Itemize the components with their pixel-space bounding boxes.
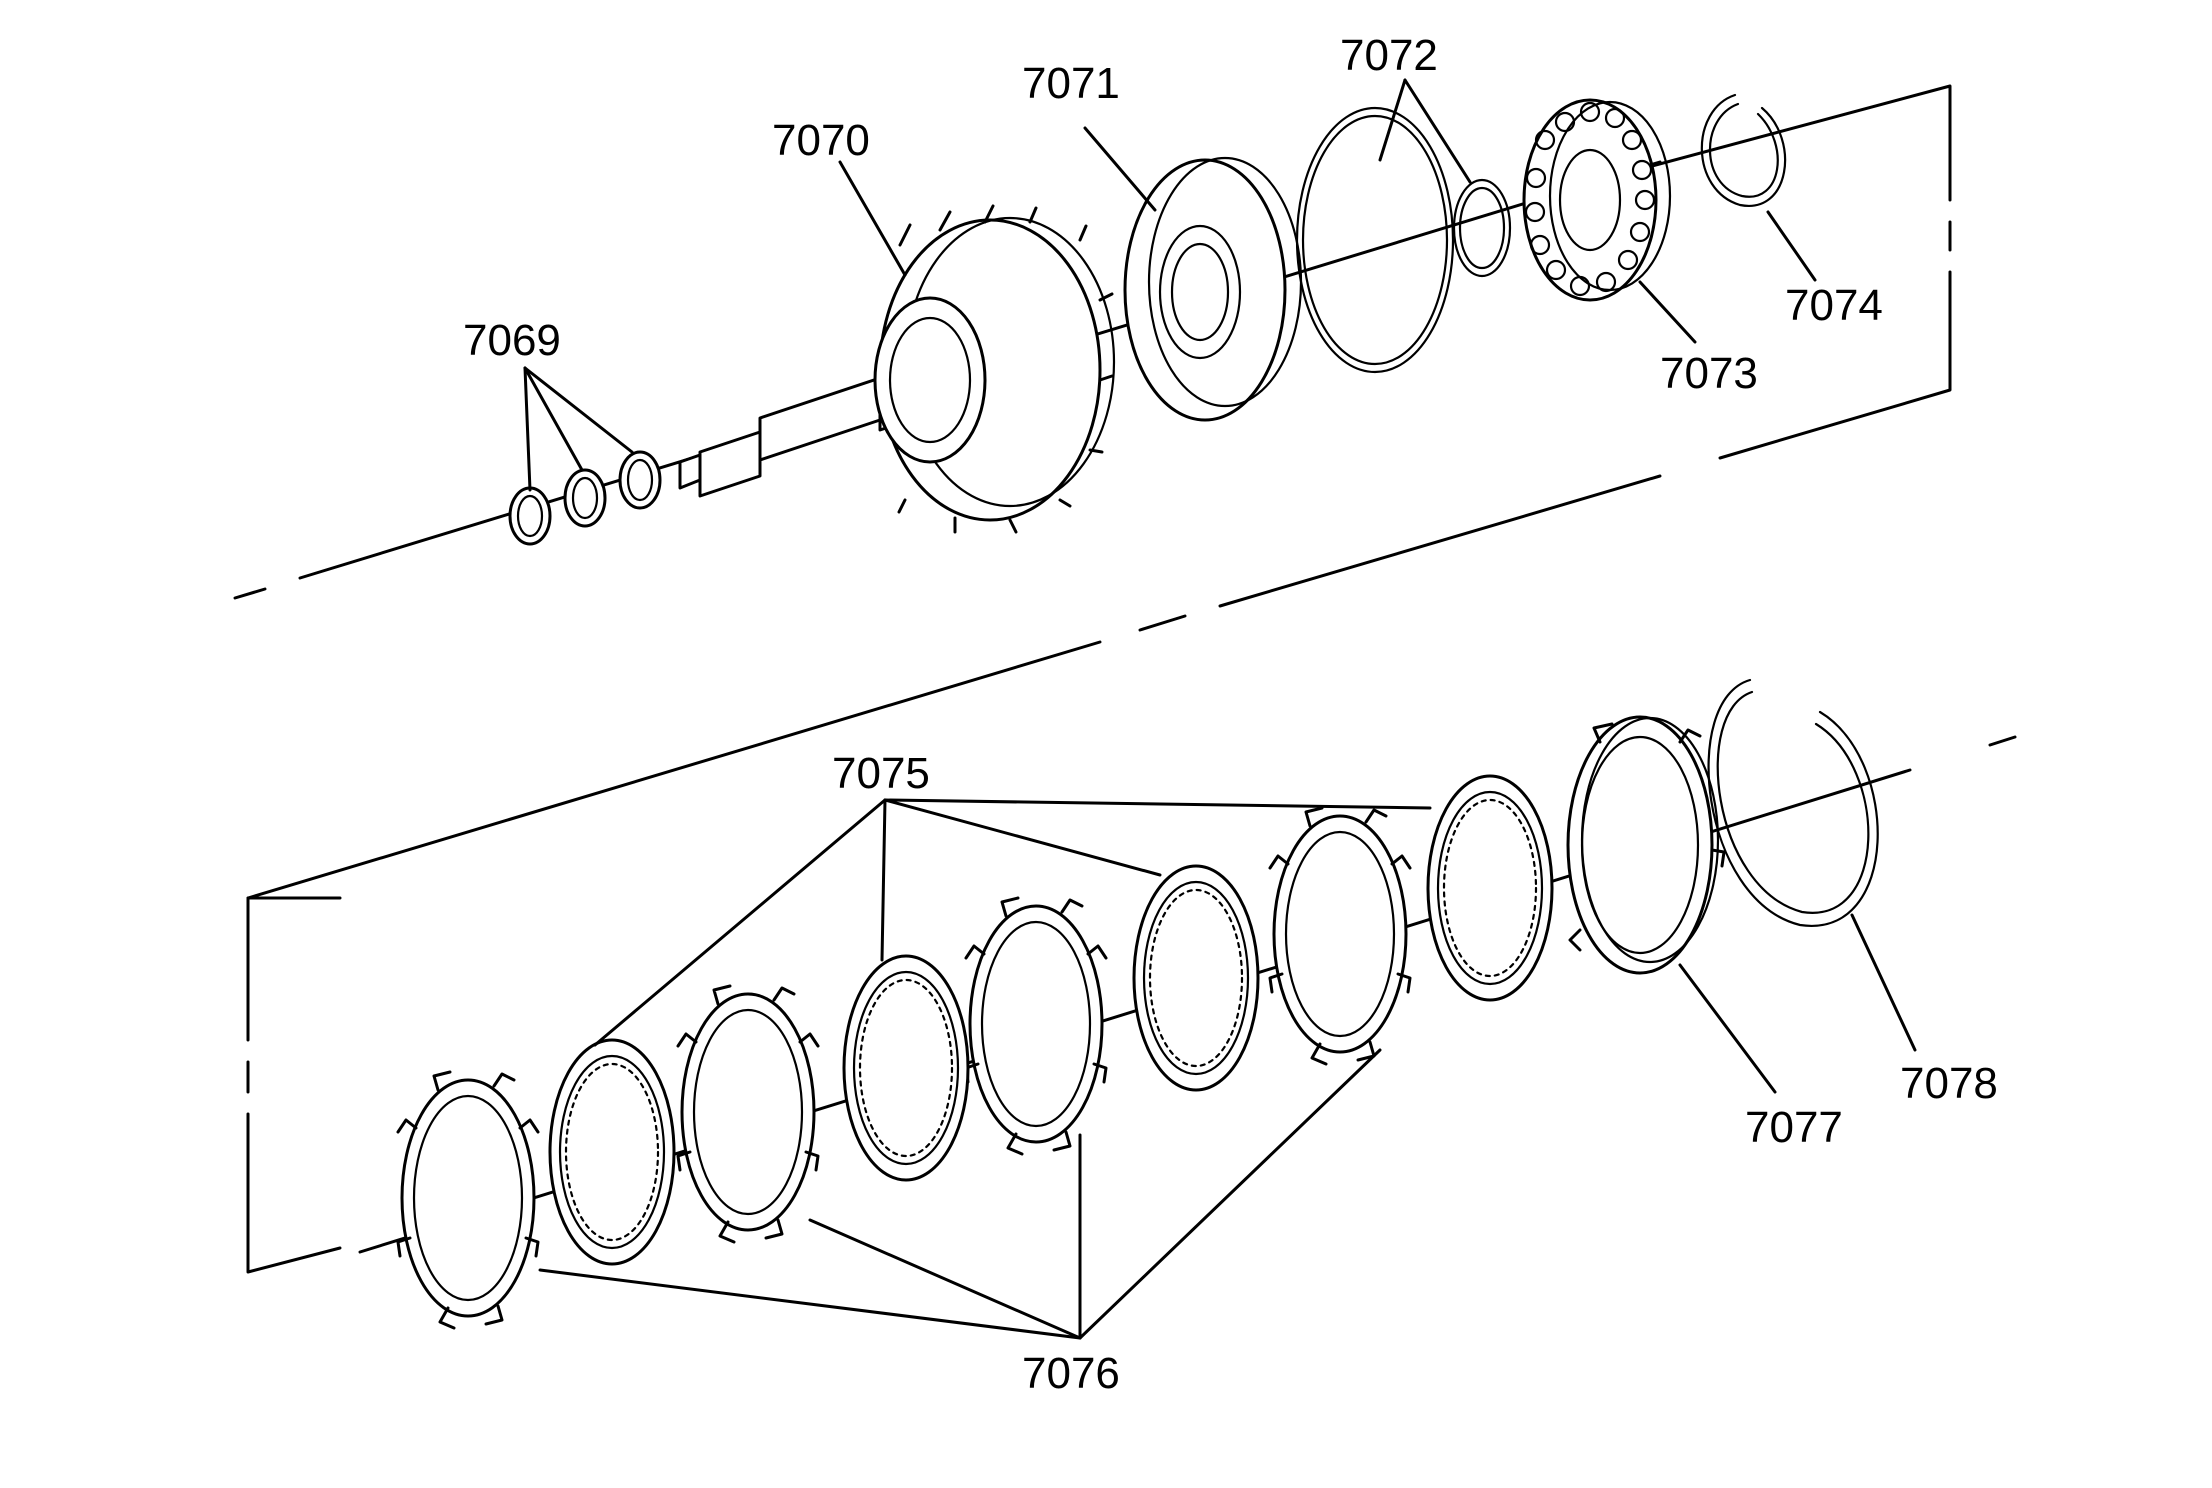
callout-7069: 7069 — [463, 316, 561, 365]
piston-7071 — [1123, 156, 1303, 422]
callout-7078: 7078 — [1900, 1059, 1998, 1108]
seals-7072 — [1295, 106, 1512, 374]
snap-ring-7074 — [1700, 93, 1787, 207]
callout-7073: 7073 — [1660, 349, 1758, 398]
lower-leaders — [538, 798, 1917, 1340]
callout-7074: 7074 — [1785, 281, 1883, 330]
backing-plate-7077 — [1566, 715, 1726, 975]
lower-frame-bottom — [246, 1112, 342, 1274]
lower-axis-dash — [1988, 735, 2017, 747]
callout-7072: 7072 — [1340, 31, 1438, 80]
frame-lower-right — [1718, 270, 1952, 460]
callout-7070: 7070 — [772, 116, 870, 165]
friction-plate-3 — [1132, 864, 1260, 1092]
callout-7076: 7076 — [1022, 1349, 1120, 1398]
frame-dash-2 — [1138, 614, 1187, 632]
friction-plate-1 — [548, 1038, 676, 1266]
callout-7077: 7077 — [1745, 1103, 1843, 1152]
steel-plate-3 — [964, 896, 1108, 1156]
frame-connector — [1218, 474, 1662, 608]
snap-ring-7078 — [1707, 678, 1879, 927]
lower-assembly — [246, 678, 2017, 1340]
upper-leaders — [523, 78, 1817, 492]
friction-plate-2 — [842, 954, 970, 1182]
upper-axis-dash — [233, 587, 267, 600]
friction-plate-4 — [1426, 774, 1554, 1002]
steel-plate-1 — [396, 1070, 540, 1330]
callout-7071: 7071 — [1022, 59, 1120, 108]
upper-assembly — [233, 78, 1952, 900]
callout-labels: 7069 7070 7071 7072 7073 7074 7075 7076 … — [463, 31, 1998, 1398]
frame-connector-2 — [246, 640, 1102, 900]
steel-plate-2 — [676, 984, 820, 1244]
upper-frame — [1598, 84, 1952, 202]
clutch-drum-7070 — [678, 204, 1116, 534]
callout-7075: 7075 — [832, 749, 930, 798]
steel-plate-4 — [1268, 806, 1412, 1066]
snap-rings-7069 — [508, 450, 662, 546]
spring-retainer-7073 — [1522, 98, 1672, 302]
lower-frame-left — [246, 896, 342, 1042]
